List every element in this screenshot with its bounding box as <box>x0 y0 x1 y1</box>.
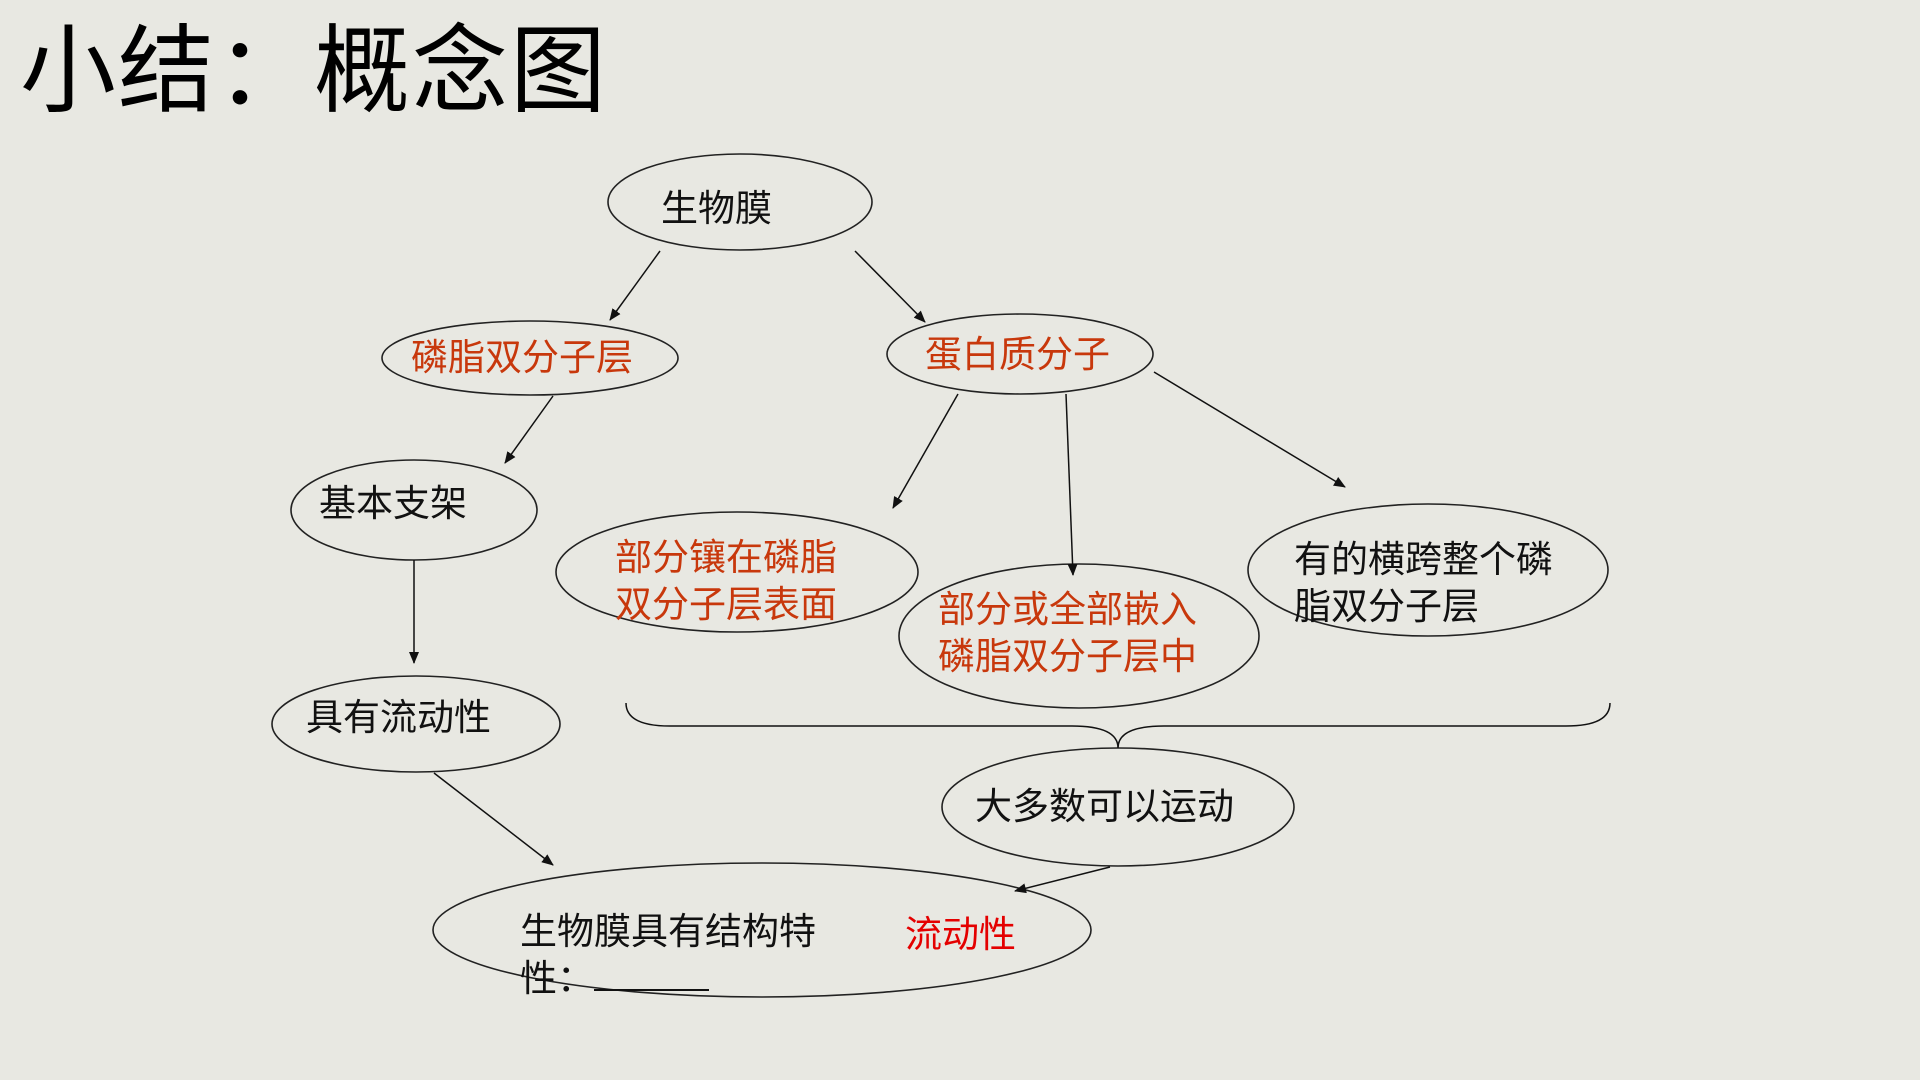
node-conclusion-line2: 性： <box>520 957 594 1000</box>
brace <box>625 702 1611 749</box>
arrow-membrane-to-phospholipid <box>609 250 661 321</box>
node-embedded-line1: 部分或全部嵌入 <box>938 588 1197 631</box>
page-title: 小结：概念图 <box>20 15 608 127</box>
arrow-protein-to-embedded <box>1065 393 1078 576</box>
node-surface-line1: 部分镶在磷脂 <box>615 536 837 579</box>
node-span-label: 有的横跨整个磷 脂双分子层 <box>1294 536 1553 630</box>
node-conclusion-line1: 生物膜具有结构特 <box>520 910 816 953</box>
node-membrane-ellipse <box>607 153 873 251</box>
node-embedded-line2: 磷脂双分子层中 <box>938 635 1197 678</box>
node-span-line1: 有的横跨整个磷 <box>1294 538 1553 581</box>
answer-blank <box>594 959 709 991</box>
arrow-membrane-to-protein <box>854 250 926 323</box>
arrow-protein-to-surface <box>892 393 959 509</box>
node-surface-line2: 双分子层表面 <box>615 583 837 626</box>
node-framework-label: 基本支架 <box>319 482 467 525</box>
node-embedded-label: 部分或全部嵌入 磷脂双分子层中 <box>938 586 1197 680</box>
node-phospholipid-label: 磷脂双分子层 <box>411 336 633 379</box>
node-span-ellipse <box>1247 503 1609 637</box>
node-movable-label: 大多数可以运动 <box>975 785 1234 828</box>
node-conclusion-label: 生物膜具有结构特 性： <box>520 908 816 1002</box>
arrow-protein-to-span <box>1153 371 1346 488</box>
node-fluidity-ellipse <box>271 675 561 773</box>
node-conclusion-line2-wrap: 性： <box>520 955 816 1002</box>
arrow-fluidity-to-conclusion <box>433 772 554 866</box>
node-surface-ellipse <box>555 511 919 633</box>
node-protein-label: 蛋白质分子 <box>925 333 1110 376</box>
answer-label: 流动性 <box>905 913 1016 956</box>
arrow-phospholipid-to-framework <box>504 395 554 464</box>
node-fluidity-label: 具有流动性 <box>306 696 491 739</box>
node-phospholipid-ellipse <box>381 320 679 396</box>
node-embedded-ellipse <box>898 563 1260 709</box>
node-protein-ellipse <box>886 313 1154 395</box>
arrow-movable-to-conclusion <box>1014 866 1111 894</box>
node-span-line2: 脂双分子层 <box>1294 585 1479 628</box>
node-surface-label: 部分镶在磷脂 双分子层表面 <box>615 534 837 628</box>
node-membrane-label: 生物膜 <box>661 187 772 230</box>
node-conclusion-ellipse <box>432 862 1092 998</box>
